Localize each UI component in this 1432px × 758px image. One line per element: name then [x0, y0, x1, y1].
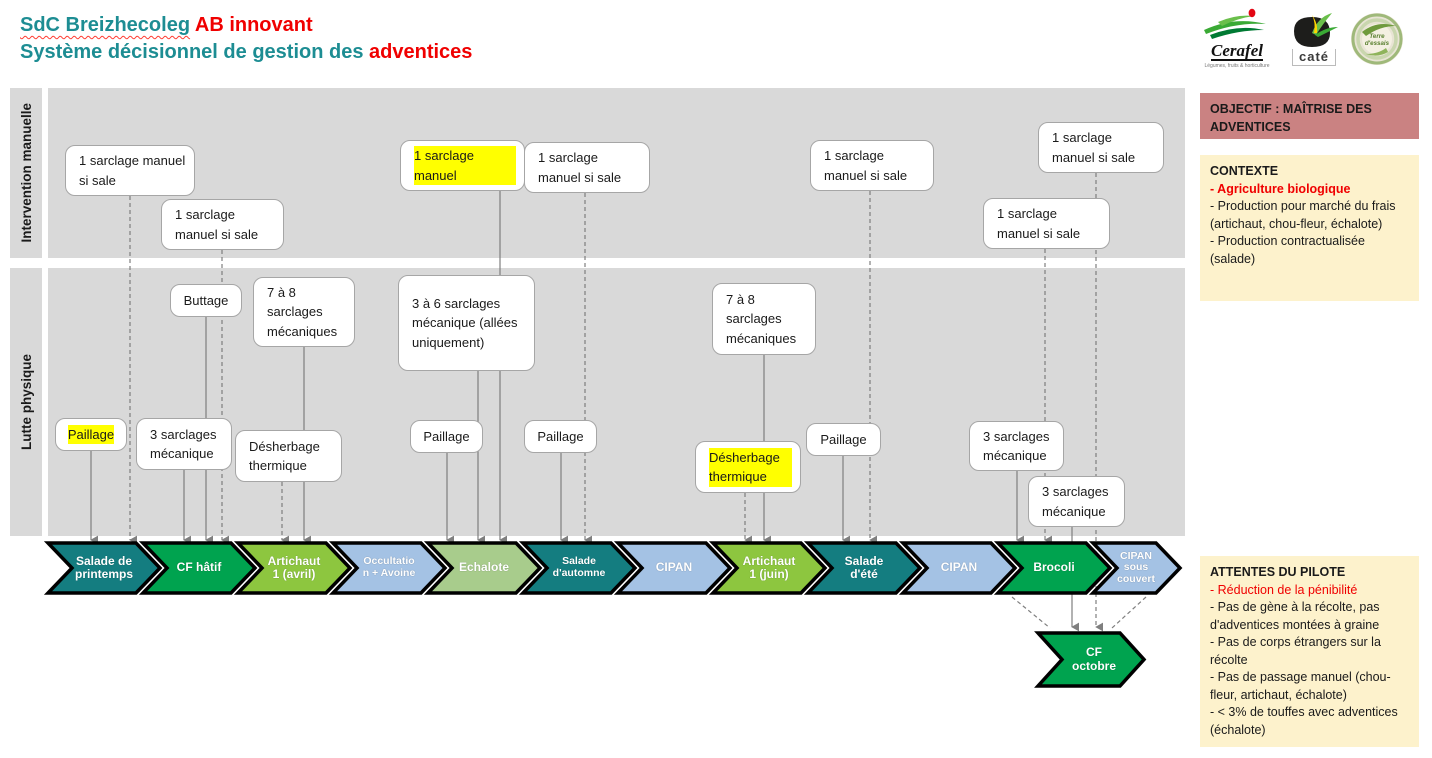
callout-sarclage-manuel-si-sale-2: 1 sarclage manuel si sale: [161, 199, 284, 250]
crop-label-cipan-sous-couvert: CIPAN sous couvert: [1117, 550, 1155, 585]
crop-label-occultation-avoine: Occultatio n + Avoine: [362, 555, 416, 579]
callout-sarclage-manuel-si-sale-5: 1 sarclage manuel si sale: [1038, 122, 1164, 173]
attentes-item: - Pas de passage manuel (chou-fleur, art…: [1210, 670, 1391, 702]
title-line2-main: Système décisionnel de gestion des: [20, 41, 364, 63]
callout-7a8-sarclages-1: 7 à 8 sarclages mécaniques: [253, 277, 355, 347]
callout-sarclage-manuel-si-sale-4: 1 sarclage manuel si sale: [810, 140, 934, 191]
title-line1: SdC Breizhecoleg AB innovant: [20, 12, 472, 39]
attentes-title: ATTENTES DU PILOTE: [1210, 565, 1346, 579]
contexte-item: - Agriculture biologique: [1210, 181, 1351, 196]
contexte-panel: CONTEXTE - Agriculture biologique - Prod…: [1200, 155, 1419, 301]
callout-3a6-sarclages: 3 à 6 sarclages mécanique (allées unique…: [398, 275, 535, 371]
attentes-panel: ATTENTES DU PILOTE - Réduction de la pén…: [1200, 556, 1419, 747]
crop-label-artichaut-juin: Artichaut 1 (juin): [742, 553, 796, 581]
attentes-item: - < 3% de touffes avec adventices (échal…: [1210, 705, 1398, 737]
svg-text:d'essais: d'essais: [1365, 40, 1390, 47]
cate-emblem-icon: [1294, 13, 1338, 47]
callout-3-sarclages-3: 3 sarclages mécanique: [1028, 476, 1125, 527]
callout-paillage-highlight: Paillage: [55, 418, 127, 451]
crop-label-cipan-1: CIPAN: [655, 560, 693, 575]
crop-label-artichaut-avril: Artichaut 1 (avril): [267, 553, 321, 581]
title-line2: Système décisionnel de gestion des adven…: [20, 39, 472, 66]
crop-label-salade-ete: Salade d'été: [844, 553, 884, 581]
attentes-item: - Pas de gène à la récolte, pas d'advent…: [1210, 600, 1380, 632]
callout-sarclage-manuel-si-sale-1: 1 sarclage manuel si sale: [65, 145, 195, 196]
callout-sarclage-manuel-highlight: 1 sarclage manuel: [400, 140, 525, 191]
cerafel-logo-tagline: Légumes, fruits & horticulture: [1204, 63, 1270, 69]
logo-strip: Cerafel Légumes, fruits & horticulture c…: [1196, 8, 1404, 69]
callout-sarclage-manuel-si-sale-3: 1 sarclage manuel si sale: [524, 142, 650, 193]
crop-label-echalote: Echalote: [458, 560, 509, 575]
title-line2-accent: adventices: [369, 41, 473, 63]
cate-logo: caté: [1288, 11, 1340, 66]
cerafel-logo: Cerafel Légumes, fruits & horticulture: [1196, 8, 1278, 69]
cerafel-swoosh-icon: [1204, 8, 1266, 39]
crop-label-salade-automne: Salade d'automne: [552, 555, 606, 579]
crop-label-cipan-2: CIPAN: [940, 560, 978, 575]
callout-desherbage-thermique-1: Désherbage thermique: [235, 430, 342, 482]
crop-label-cf-octobre: CF octobre: [1071, 645, 1116, 673]
terre-dessais-logo: Terre d'essais: [1350, 12, 1404, 66]
row-label-intervention-manuelle: Intervention manuelle: [10, 88, 42, 258]
cerafel-logo-text: Cerafel: [1211, 41, 1263, 61]
cate-logo-text: caté: [1291, 49, 1337, 66]
callout-paillage-3: Paillage: [524, 420, 597, 453]
title-line1-project: SdC Breizhecoleg: [20, 14, 191, 36]
terre-dessais-emblem-icon: Terre d'essais: [1351, 12, 1403, 65]
crop-label-salade-printemps: Salade de printemps: [74, 553, 133, 581]
attentes-item: - Pas de corps étrangers sur la récolte: [1210, 635, 1381, 667]
row-label-lutte-physique: Lutte physique: [10, 268, 42, 536]
callout-desherbage-thermique-highlight: Désherbage thermique: [695, 441, 801, 493]
callout-sarclage-manuel-si-sale-6: 1 sarclage manuel si sale: [983, 198, 1110, 249]
callout-3-sarclages-2: 3 sarclages mécanique: [969, 421, 1064, 471]
objectif-panel: OBJECTIF : MAÎTRISE DES ADVENTICES: [1200, 93, 1419, 139]
callout-3-sarclages-1: 3 sarclages mécanique: [136, 418, 232, 470]
page-title: SdC Breizhecoleg AB innovant Système déc…: [20, 12, 472, 66]
attentes-item: - Réduction de la pénibilité: [1210, 582, 1358, 597]
contexte-item: - Production pour marché du frais (artic…: [1210, 199, 1396, 231]
contexte-item: - Production contractualisée (salade): [1210, 234, 1365, 266]
callout-buttage: Buttage: [170, 284, 242, 317]
terre-dessais-logo-text: Terre: [1369, 33, 1385, 40]
crop-label-brocoli: Brocoli: [1033, 560, 1075, 575]
title-line1-accent: AB innovant: [194, 14, 313, 36]
callout-7a8-sarclages-2: 7 à 8 sarclages mécaniques: [712, 283, 816, 355]
callout-paillage-2: Paillage: [410, 420, 483, 453]
crop-label-cf-hatif: CF hâtif: [176, 560, 222, 575]
contexte-title: CONTEXTE: [1210, 164, 1279, 178]
objectif-title: OBJECTIF : MAÎTRISE DES ADVENTICES: [1210, 102, 1372, 134]
callout-paillage-4: Paillage: [806, 423, 881, 456]
